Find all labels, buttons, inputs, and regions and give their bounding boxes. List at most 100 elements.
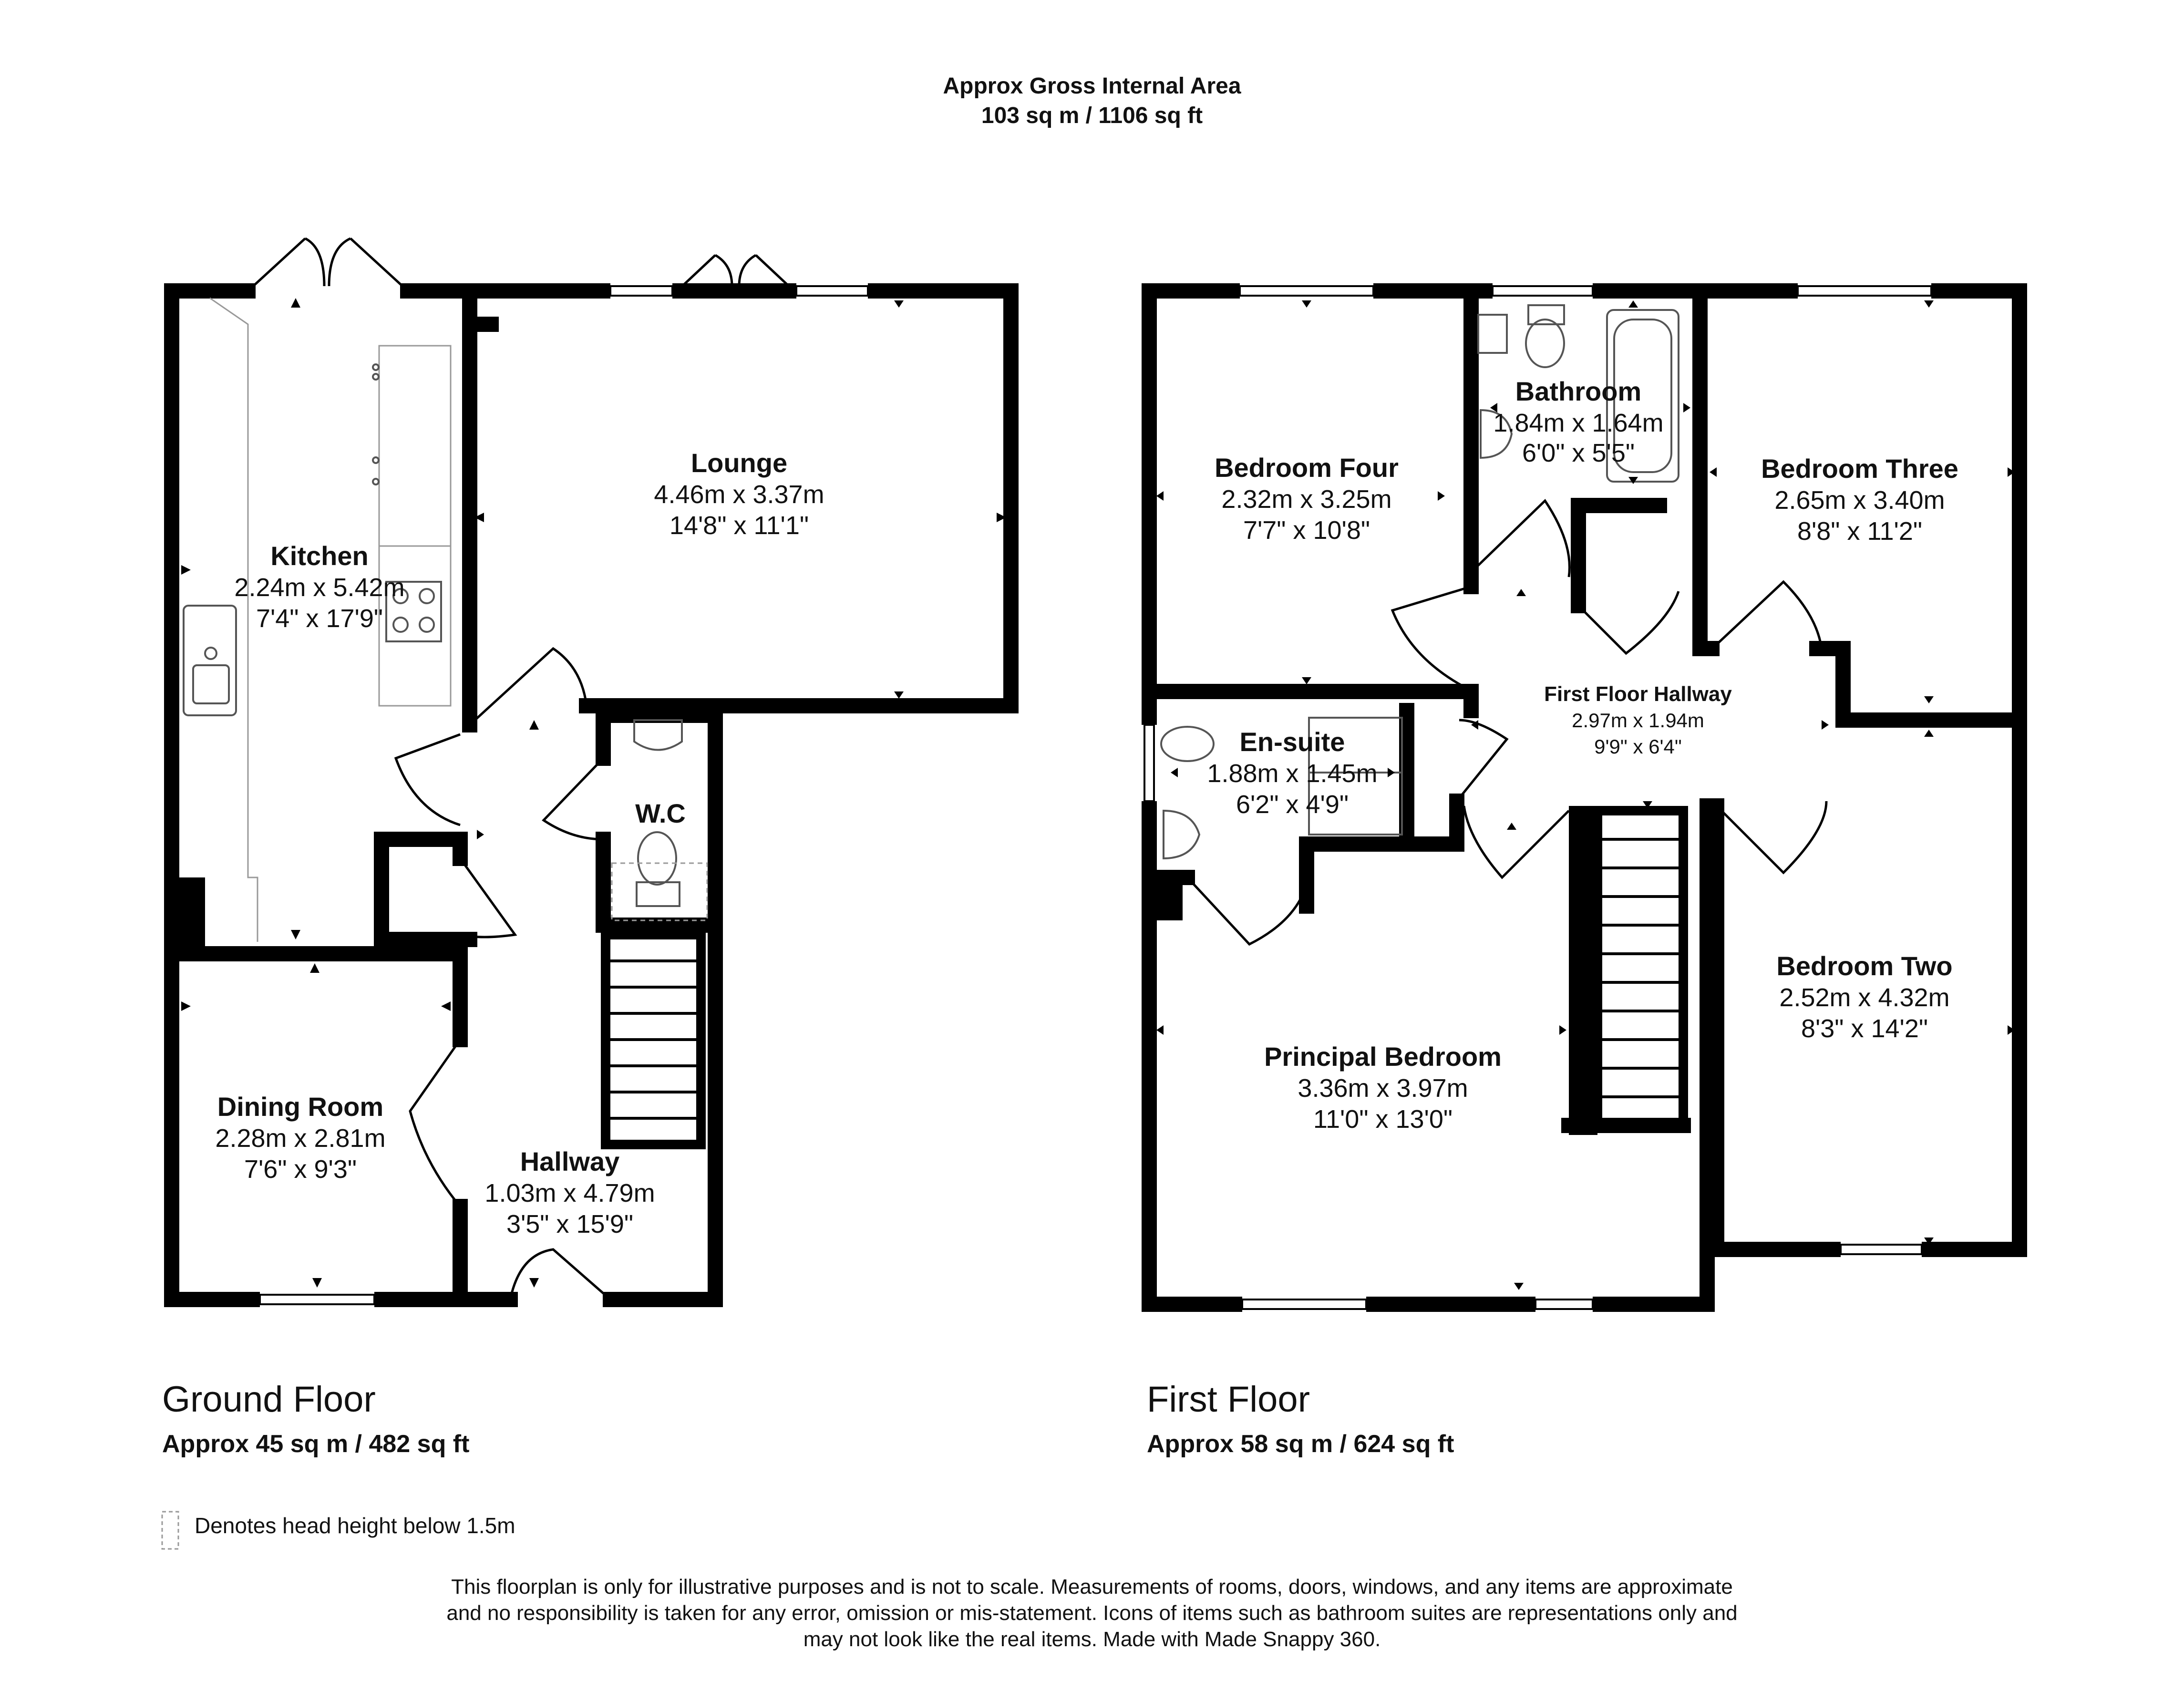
sink-drain-icon: [204, 647, 217, 660]
wall: [1299, 836, 1414, 914]
bath-inner-icon: [1613, 319, 1672, 473]
toilet-icon: [1525, 319, 1565, 368]
hob-ring-icon: [392, 617, 409, 633]
first-floor-area: Approx 58 sq m / 624 sq ft: [1147, 1430, 1454, 1458]
dimension-arrow: [441, 1001, 451, 1011]
door-swing: [394, 733, 461, 826]
room-imperial: 14'8" x 11'1": [670, 511, 809, 540]
dimension-arrow: [291, 930, 300, 939]
stairs: [1593, 806, 1688, 1130]
room-metric: 1.03m x 4.79m: [484, 1179, 655, 1207]
kitchen-units: [378, 545, 452, 707]
room-metric: 1.88m x 1.45m: [1207, 759, 1377, 788]
door-swing: [1716, 801, 1828, 875]
dimension-arrow: [1156, 1025, 1164, 1035]
hob-ring-icon: [392, 588, 409, 604]
stair-treads: [1597, 838, 1683, 1098]
wall: [374, 836, 477, 947]
room-metric: 3.36m x 3.97m: [1298, 1074, 1468, 1103]
toilet-cistern-icon: [1527, 304, 1565, 325]
door-swing: [1470, 499, 1571, 578]
room-metric: 1.84m x 1.64m: [1493, 409, 1663, 437]
basin-icon: [1163, 809, 1201, 860]
room-metric: 2.28m x 2.81m: [215, 1124, 385, 1153]
room-imperial: 8'3" x 14'2": [1801, 1014, 1928, 1043]
door-swing: [459, 857, 517, 938]
knob-icon: [372, 363, 380, 371]
wall: [596, 832, 709, 933]
toilet-icon: [1160, 726, 1215, 762]
window: [1239, 285, 1374, 297]
wall: [374, 832, 468, 866]
ground-floor-area: Approx 45 sq m / 482 sq ft: [162, 1430, 469, 1458]
knob-icon: [372, 478, 380, 485]
dimension-arrow: [529, 720, 539, 730]
room-label-bedroom-three: Bedroom Three 2.65m x 3.40m 8'8" x 11'2": [1761, 454, 1958, 546]
room-name: Bedroom Two: [1776, 951, 1952, 981]
dimension-arrow: [1438, 491, 1445, 501]
wall: [462, 283, 1019, 713]
dimension-arrow: [1514, 1283, 1524, 1290]
window: [1241, 1299, 1367, 1310]
dimension-arrow: [1302, 300, 1311, 308]
door-swing: [1577, 591, 1680, 655]
dimension-arrow: [997, 513, 1006, 522]
dimension-arrow: [1628, 300, 1638, 308]
dimension-arrow: [291, 298, 300, 308]
dimension-arrow: [1171, 768, 1178, 777]
dimension-arrow: [1717, 1025, 1724, 1035]
dimension-arrow: [312, 1278, 322, 1288]
window: [1840, 1244, 1923, 1255]
knob-icon: [372, 373, 380, 381]
dimension-arrow: [2008, 1025, 2015, 1035]
toilet-cistern-icon: [636, 881, 680, 907]
dimension-arrow: [1683, 403, 1690, 413]
room-name: Hallway: [520, 1146, 620, 1176]
wall: [164, 946, 468, 1047]
dimension-arrow: [1924, 1238, 1934, 1245]
bath-icon: [1606, 309, 1679, 483]
sink-icon: [183, 605, 237, 716]
toilet-icon: [637, 831, 677, 886]
wall: [1571, 498, 1667, 613]
door-swing: [1463, 805, 1570, 879]
kitchen-units: [378, 345, 452, 547]
room-label-bedroom-two: Bedroom Two 2.52m x 4.32m 8'3" x 14'2": [1776, 951, 1952, 1043]
dimension-arrow: [894, 300, 904, 308]
dimension-arrow: [1490, 403, 1497, 413]
dimension-arrow: [1710, 467, 1717, 477]
knob-icon: [372, 456, 380, 464]
wall: [1692, 507, 1720, 656]
room-imperial: 9'9" x 6'4": [1594, 735, 1682, 758]
first-floor-label: First Floor: [1147, 1379, 1310, 1420]
door-swing: [509, 1248, 611, 1300]
dimension-arrow: [1924, 696, 1934, 703]
dimension-arrow: [474, 513, 484, 522]
window: [795, 285, 869, 297]
door-swing: [409, 1039, 462, 1207]
hob-ring-icon: [419, 588, 435, 604]
door-swing: [542, 757, 604, 841]
dimension-arrow: [2008, 467, 2015, 477]
dimension-arrow: [181, 1001, 191, 1011]
room-name: Bedroom Three: [1761, 454, 1958, 484]
door-swing: [676, 254, 795, 292]
room-name: Lounge: [691, 448, 787, 478]
dimension-arrow: [310, 963, 319, 973]
room-label-dining: Dining Room 2.28m x 2.81m 7'6" x 9'3": [215, 1092, 385, 1184]
room-name: Principal Bedroom: [1264, 1042, 1502, 1072]
room-metric: 2.65m x 3.40m: [1774, 486, 1945, 515]
room-imperial: 6'0" x 5'5": [1522, 439, 1635, 467]
window: [1535, 1299, 1594, 1310]
dimension-arrow: [1302, 677, 1311, 684]
room-label-hallway: Hallway 1.03m x 4.79m 3'5" x 15'9": [484, 1146, 655, 1238]
room-imperial: 7'4" x 17'9": [256, 604, 383, 633]
room-metric: 2.52m x 4.32m: [1779, 983, 1949, 1012]
door-swing: [247, 237, 409, 292]
room-label-lounge: Lounge 4.46m x 3.37m 14'8" x 11'1": [654, 448, 824, 540]
room-imperial: 7'6" x 9'3": [244, 1155, 357, 1184]
basin-icon: [633, 719, 683, 751]
door-swing: [1391, 585, 1472, 688]
dimension-arrow: [181, 565, 191, 575]
room-name: First Floor Hallway: [1544, 682, 1732, 706]
